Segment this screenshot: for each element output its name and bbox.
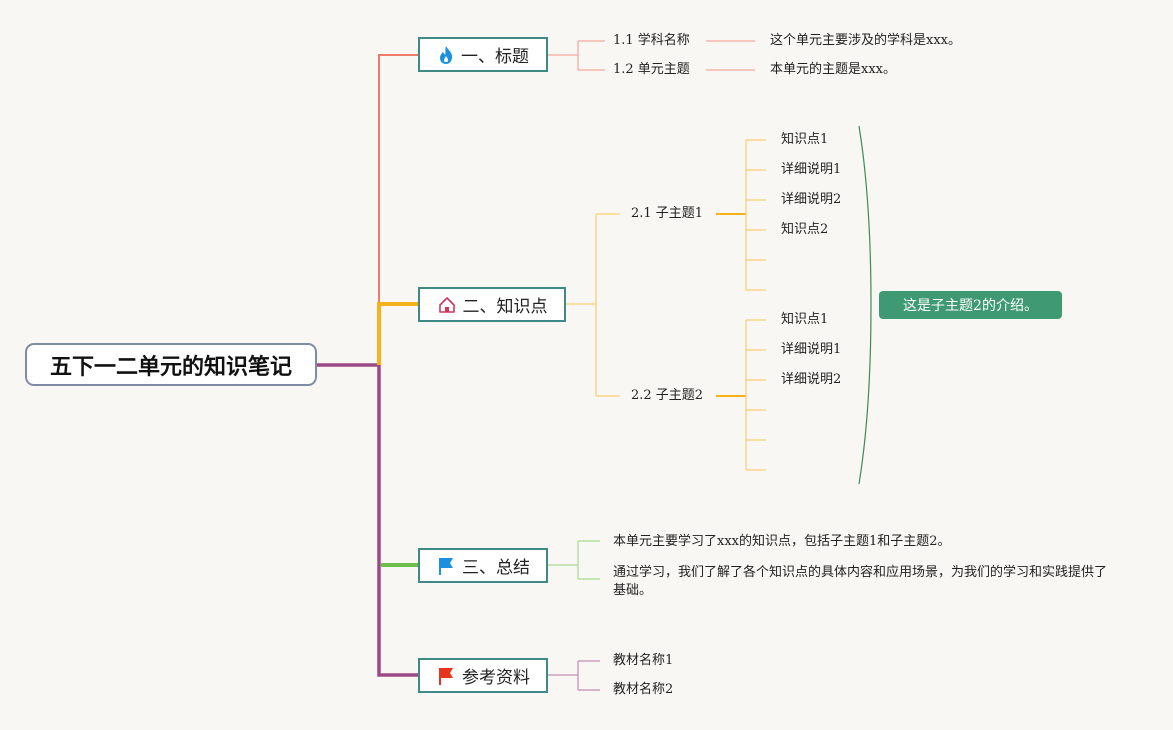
subtopic-1-item[interactable]: 详细说明1	[781, 162, 842, 177]
blue-flag-icon	[439, 557, 453, 575]
red-flag-icon	[439, 667, 453, 685]
central-topic[interactable]: 五下一二单元的知识笔记	[25, 343, 317, 386]
branch-label: 一、标题	[461, 47, 529, 67]
fire-icon	[440, 45, 453, 64]
subtopic-1-item[interactable]: 知识点2	[781, 222, 829, 237]
subtopic-unit-theme[interactable]: 1.2 单元主题	[613, 62, 690, 77]
subtopic-subject-name[interactable]: 1.1 学科名称	[613, 33, 690, 48]
reference-item[interactable]: 教材名称2	[613, 682, 674, 697]
detail-unit-theme[interactable]: 本单元的主题是xxx。	[770, 62, 896, 77]
branch-node-knowledge[interactable]: 二、知识点	[418, 287, 566, 322]
subtopic-2-item[interactable]: 详细说明2	[781, 372, 842, 387]
branch-label: 参考资料	[462, 668, 530, 688]
subtopic-1-item[interactable]: 详细说明2	[781, 192, 842, 207]
subtopic-1-item[interactable]: 知识点1	[781, 132, 829, 147]
summary-paragraph[interactable]: 通过学习，我们了解了各个知识点的具体内容和应用场景，为我们的学习和实践提供了基础…	[613, 565, 1108, 598]
subtopic-2-item[interactable]: 知识点1	[781, 312, 829, 327]
reference-item[interactable]: 教材名称1	[613, 653, 674, 668]
branch-node-summary[interactable]: 三、总结	[418, 548, 548, 583]
summary-callout[interactable]: 这是子主题2的介绍。	[879, 291, 1062, 319]
subtopic-2-item[interactable]: 详细说明1	[781, 342, 842, 357]
detail-subject-name[interactable]: 这个单元主要涉及的学科是xxx。	[770, 33, 961, 48]
subtopic-2[interactable]: 2.2 子主题2	[631, 388, 704, 403]
branch-node-references[interactable]: 参考资料	[418, 658, 548, 693]
branch-label: 二、知识点	[462, 297, 548, 317]
subtopic-1[interactable]: 2.1 子主题1	[631, 206, 704, 221]
branch-node-title[interactable]: 一、标题	[418, 37, 548, 72]
summary-paragraph[interactable]: 本单元主要学习了xxx的知识点，包括子主题1和子主题2。	[613, 534, 951, 549]
home-icon	[438, 296, 455, 313]
branch-label: 三、总结	[462, 558, 530, 578]
